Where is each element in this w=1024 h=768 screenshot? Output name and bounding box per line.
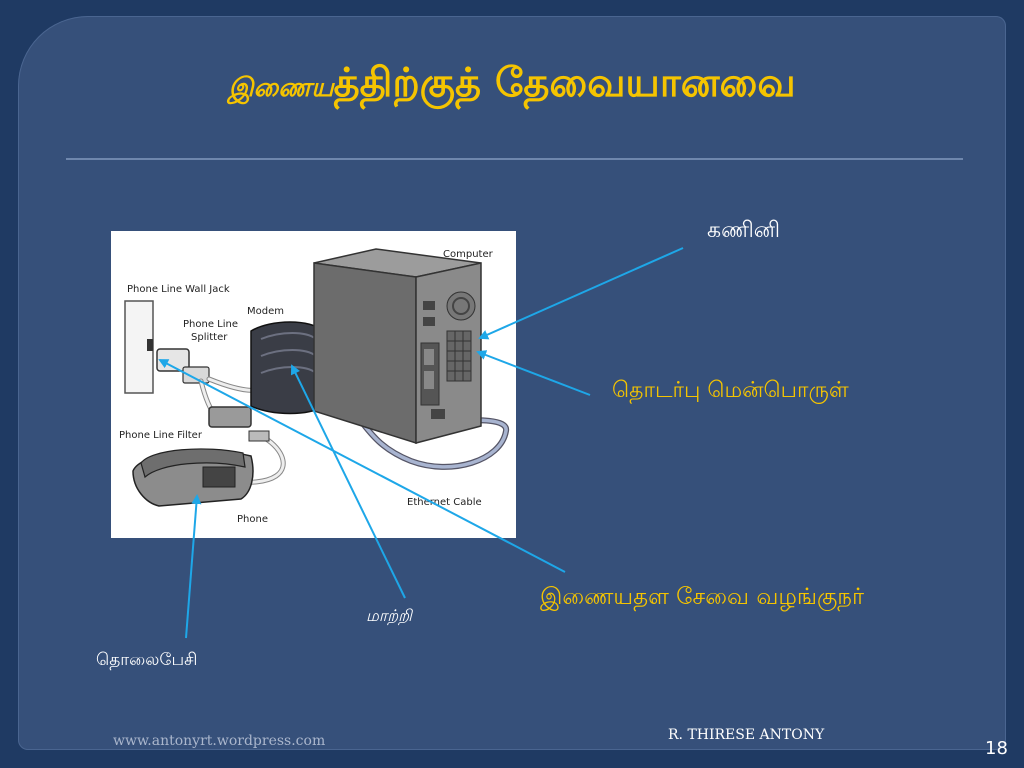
computer-tower: [313, 248, 482, 445]
slide-title: இணையத்திற்குத் தேவையானவை: [0, 60, 1024, 111]
diagram-label-splitter-2: Splitter: [191, 332, 228, 343]
diagram-label-splitter-1: Phone Line: [183, 319, 238, 330]
diagram-label-wall-jack: Phone Line Wall Jack: [127, 284, 230, 295]
diagram-label-modem: Modem: [247, 306, 284, 317]
arrow-software: [476, 350, 591, 396]
arrow-modem: [291, 364, 406, 599]
telephone: [132, 448, 254, 507]
diagram-label-computer: Computer: [443, 249, 494, 260]
arrow-phone: [185, 494, 202, 639]
phone-line-filter: [208, 406, 270, 442]
callout-software: தொடர்பு மென்பொருள்: [612, 378, 849, 403]
title-prefix: இணைய: [228, 73, 334, 103]
arrow-computer: [478, 247, 684, 340]
diagram-label-filter: Phone Line Filter: [119, 430, 203, 441]
title-divider: [66, 158, 963, 160]
page-number: 18: [985, 738, 1008, 759]
wall-jack: [124, 300, 154, 394]
callout-modem: மாற்றி: [366, 606, 412, 625]
callout-computer: கணினி: [707, 218, 781, 243]
footer-author: R. THIRESE ANTONY: [668, 727, 825, 743]
callout-phone: தொலைபேசி: [96, 650, 198, 670]
footer-url: www.antonyrt.wordpress.com: [113, 733, 326, 749]
arrow-isp: [158, 359, 566, 573]
diagram-label-phone: Phone: [237, 514, 268, 525]
internet-setup-diagram: Computer Phone Line Wall Jack Modem Phon…: [111, 231, 516, 538]
diagram-label-ethernet: Ethernet Cable: [407, 497, 482, 508]
title-main: த்திற்குத் தேவையானவை: [333, 60, 796, 106]
callout-isp: இணையதள சேவை வழங்குநர்: [540, 584, 865, 610]
